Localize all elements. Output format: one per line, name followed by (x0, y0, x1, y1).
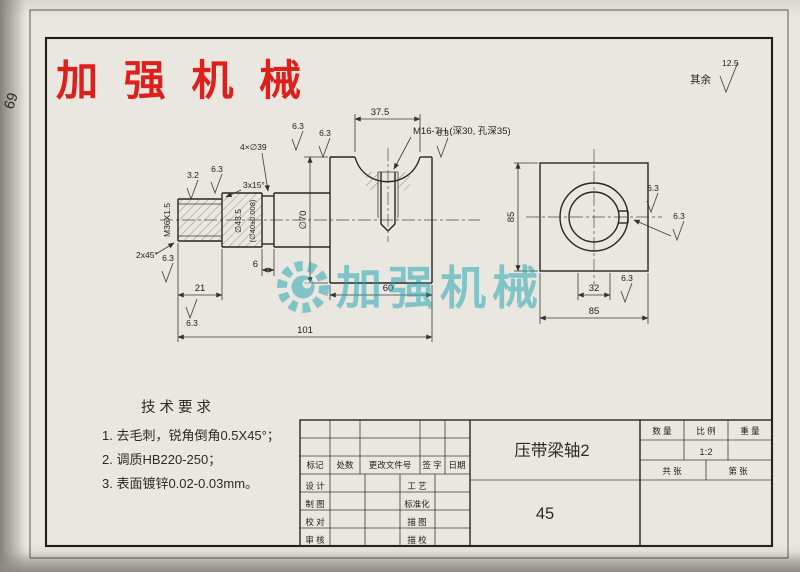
dim-main-diameter: ∅70 (298, 211, 309, 230)
roughness-value: 6.3 (162, 253, 174, 263)
roughness-check-icon (186, 179, 199, 201)
sign-row-label: 校 对 (305, 517, 325, 527)
tech-requirements-title: 技 术 要 求 (141, 399, 212, 416)
roughness-check-icon (436, 137, 449, 159)
step-diameter-label: ∅43.5 (233, 209, 243, 233)
roughness-value: 6.3 (211, 164, 223, 174)
watermark-gear-icon (277, 261, 329, 313)
scan-edge-shadow (0, 0, 26, 572)
general-roughness-note: 其余 12.5 (690, 58, 739, 94)
roughness-value: 6.3 (437, 128, 449, 138)
title-block: 标记 处数 更改文件号 签 字 日期 设 计 工 艺 制 图 标准化 校 对 描… (299, 419, 773, 547)
material-spec: 45 (536, 505, 554, 523)
revision-col-date: 日期 (448, 460, 465, 470)
tech-requirements: 技 术 要 求 1. 去毛刺，锐角倒角0.5X45°； 2. 调质HB220-2… (102, 399, 280, 491)
qty-label: 数 量 (652, 426, 672, 436)
roughness-check-icon (719, 61, 739, 94)
roughness-value: 6.3 (621, 273, 633, 283)
roughness-value: 6.3 (319, 128, 331, 138)
revision-col-count: 处数 (336, 460, 354, 470)
roughness-check-icon (318, 137, 331, 159)
sheet-total-label: 共 张 (662, 466, 682, 476)
tapped-hole-note: M16-7H (深30, 孔深35) (413, 126, 511, 137)
shaft-roughness-marks: 3.2 6.3 6.3 6.3 6.3 6.3 6.3 (161, 121, 449, 328)
flange-roughness-marks: 6.3 6.3 6.3 (620, 183, 685, 304)
tech-requirement-item: 1. 去毛刺，锐角倒角0.5X45°； (102, 428, 280, 444)
roughness-check-icon (161, 262, 174, 284)
shaft-side-view: 21 6 60 101 37.5 ∅70 M36X1.5 ∅43.5 (∅40±… (136, 107, 511, 342)
dim-flange-width: 85 (589, 306, 600, 317)
roughness-check-icon (646, 192, 659, 214)
chamfer-step-note: 3x15° (243, 180, 265, 190)
dim-body-length: 60 (383, 283, 394, 294)
revision-col-mark: 标记 (306, 460, 324, 470)
groove-note: 4×∅39 (240, 142, 267, 152)
sheet-no-label: 第 张 (728, 466, 748, 476)
roughness-check-icon (210, 173, 223, 195)
roughness-value: 6.3 (673, 211, 685, 221)
roughness-value: 6.3 (186, 318, 198, 328)
revision-col-docno: 更改文件号 (369, 460, 412, 470)
step-diameter-tolerance: (∅40±0.008) (248, 199, 257, 242)
sign-row-label: 审 核 (305, 535, 325, 545)
sign-row-label: 制 图 (305, 499, 324, 509)
tech-requirement-item: 2. 调质HB220-250； (102, 452, 221, 468)
scan-bottom-shadow (0, 552, 800, 572)
watermark: 加强机械 (277, 261, 544, 314)
sign-row-label: 工 艺 (407, 481, 426, 491)
roughness-check-icon (620, 282, 633, 304)
scale-value: 1:2 (699, 447, 712, 458)
roughness-value: 6.3 (647, 183, 659, 193)
weight-label: 重 量 (740, 426, 760, 436)
dim-total-length: 101 (297, 325, 313, 336)
flange-end-view: 85 85 32 (506, 149, 672, 324)
sign-row-label: 描 校 (407, 535, 427, 545)
part-name: 压带梁轴2 (514, 441, 589, 460)
rest-roughness-value: 12.5 (722, 58, 739, 68)
roughness-check-icon (672, 220, 685, 242)
sign-row-label: 标准化 (404, 499, 430, 509)
chamfer-left-note: 2x45° (136, 250, 158, 260)
dim-keyway: 32 (589, 283, 600, 294)
roughness-check-icon (185, 298, 198, 320)
roughness-value: 3.2 (187, 170, 199, 180)
revision-col-sign: 签 字 (422, 460, 441, 470)
company-logo-text: 加 强 机 械 (56, 57, 308, 104)
watermark-text: 加强机械 (336, 262, 544, 314)
dim-groove-width: 6 (253, 259, 258, 270)
dim-thread-length: 21 (195, 283, 206, 294)
rest-label: 其余 (690, 73, 711, 86)
roughness-check-icon (291, 130, 304, 152)
handwritten-number: 69 (2, 91, 22, 111)
roughness-value: 6.3 (292, 121, 304, 131)
thread-spec-label: M36X1.5 (162, 203, 172, 237)
sign-row-label: 描 图 (407, 517, 426, 527)
sign-row-label: 设 计 (305, 481, 325, 491)
scale-label: 比 例 (696, 426, 715, 436)
dim-notch-width: 37.5 (371, 107, 390, 118)
dim-flange-height: 85 (506, 212, 517, 223)
tech-requirement-item: 3. 表面镀锌0.02-0.03mm。 (102, 476, 258, 491)
